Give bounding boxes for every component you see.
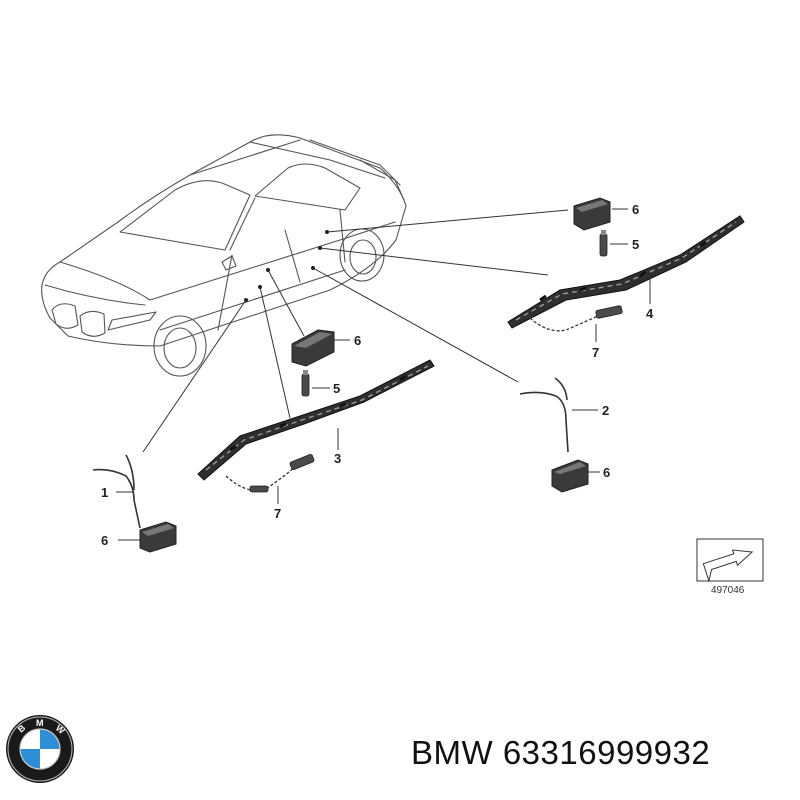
reference-number: 497046: [711, 585, 745, 596]
leader-dots: [244, 230, 329, 302]
callout-6-right: 6: [603, 465, 610, 480]
harness-right: [519, 377, 569, 453]
sensor-module-right: [551, 459, 589, 493]
svg-text:B: B: [16, 722, 28, 734]
callout-7-top: 7: [592, 345, 599, 360]
callout-7-center: 7: [274, 506, 281, 521]
leader-lines: [142, 209, 569, 453]
car-outline: [41, 134, 407, 377]
callout-1: 1: [101, 485, 108, 500]
callout-3: 3: [334, 451, 341, 466]
brand-name: BMW: [411, 734, 494, 771]
callout-5-center: 5: [333, 381, 340, 396]
gas-generator-center: [225, 453, 315, 493]
connector-plug-top: [599, 230, 608, 257]
gas-generator-top: [529, 305, 623, 332]
curtain-airbag-right: [507, 215, 745, 329]
svg-text:M: M: [36, 718, 44, 728]
callout-2: 2: [602, 403, 609, 418]
callout-5-top: 5: [632, 237, 639, 252]
curtain-airbag-left: [197, 359, 435, 481]
part-caption: BMW 63316999932: [411, 734, 710, 772]
bmw-logo: B M W: [6, 715, 74, 783]
callout-6-center: 6: [354, 333, 361, 348]
sensor-module-center: [291, 329, 335, 367]
sensor-module-left: [139, 521, 177, 553]
arrow-icon: [702, 549, 754, 583]
reference-box: 497046: [696, 538, 764, 596]
callout-4: 4: [646, 306, 654, 321]
callout-6-top: 6: [632, 202, 639, 217]
harness-left: [92, 454, 141, 529]
part-number: 63316999932: [502, 734, 711, 771]
callout-6-left: 6: [101, 533, 108, 548]
sensor-module-top: [573, 197, 611, 231]
connector-plug-center: [301, 370, 310, 397]
callout-lines: [116, 208, 651, 541]
